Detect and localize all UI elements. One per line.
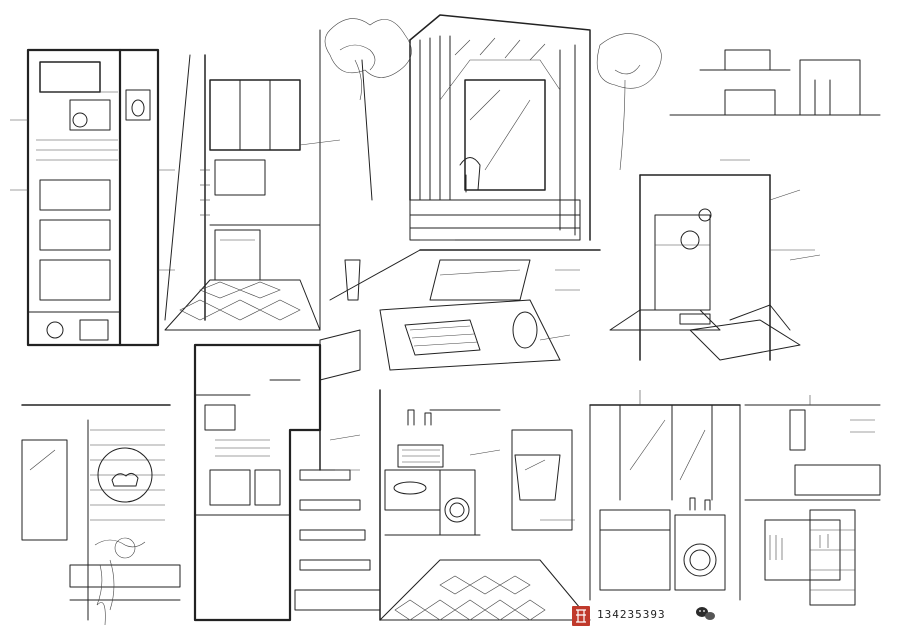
laundry-perspective [379,389,591,621]
elevation-top-right [669,49,881,116]
red-seal-icon [572,606,590,626]
courtyard-perspective [324,14,662,241]
floor-plan-lower [193,343,322,622]
living-room-perspective [609,174,815,361]
bedroom-perspective [319,249,601,381]
wechat-icon [696,607,715,620]
annotation-leaders [299,139,821,521]
stair-perspective [294,344,381,611]
elevation-bottom-right [589,404,881,606]
facade-elevation [21,404,181,626]
kitchen-perspective [164,29,321,331]
floor-plan-top-left [10,48,175,347]
bath-sketch [511,429,573,531]
footer-phone-number: 134235393 [597,608,666,621]
